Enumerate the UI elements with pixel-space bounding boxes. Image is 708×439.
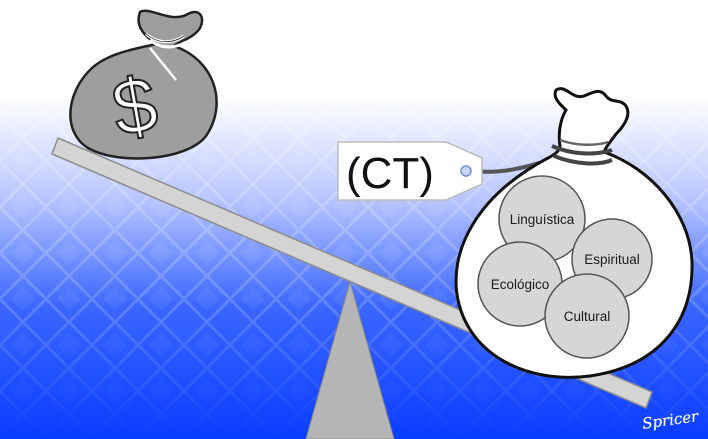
fulcrum-triangle <box>305 280 395 439</box>
sphere-ecologico: Ecológico <box>477 241 563 327</box>
sphere-cultural: Cultural <box>544 273 630 359</box>
svg-text:Espiritual: Espiritual <box>584 252 640 267</box>
money-bag: $ <box>69 9 218 160</box>
svg-text:Linguística: Linguística <box>510 212 575 227</box>
ct-tag-label: (CT) <box>346 149 434 198</box>
heavy-bag: Linguística Espiritual Ecológico Cultura… <box>454 87 694 379</box>
svg-text:Ecológico: Ecológico <box>491 277 550 292</box>
svg-text:Cultural: Cultural <box>564 309 611 324</box>
ct-tag: (CT) <box>337 141 483 201</box>
